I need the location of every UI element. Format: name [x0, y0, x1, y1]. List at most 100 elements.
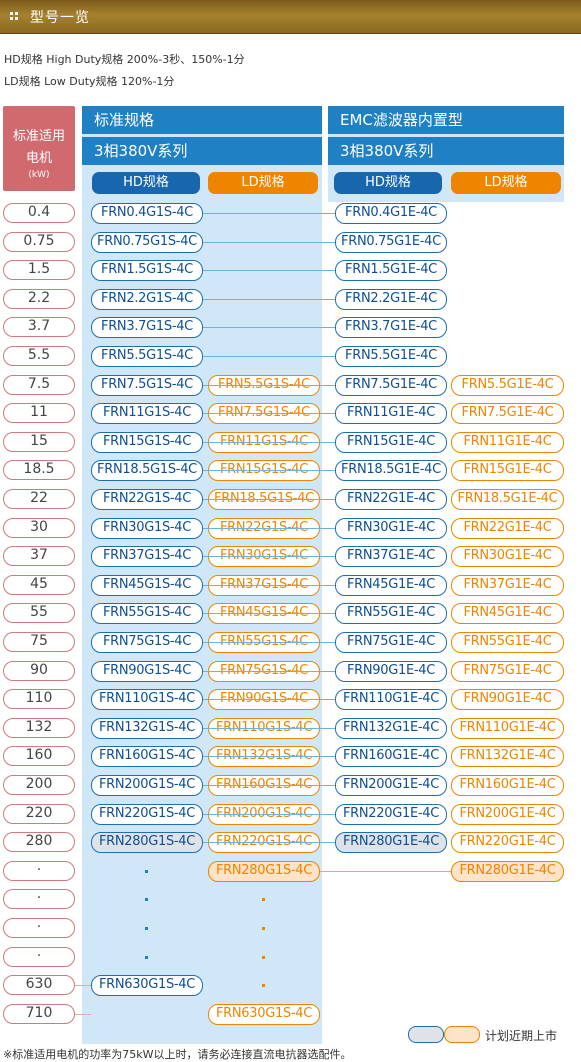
standard-hd-model: FRN280G1S-4C — [91, 832, 203, 853]
row-connector — [203, 671, 335, 672]
standard-hd-model: FRN75G1S-4C — [91, 632, 203, 653]
motor-kw-cell: · — [3, 918, 75, 938]
continuation-dot — [145, 927, 148, 930]
emc-hd-model: FRN280G1E-4C — [335, 832, 447, 853]
standard-hd-model: FRN1.5G1S-4C — [91, 260, 203, 281]
row-connector — [203, 385, 335, 386]
emc-hd-model: FRN18.5G1E-4C — [335, 460, 447, 481]
emc-hd-model: FRN15G1E-4C — [335, 432, 447, 453]
standard-ld-model: FRN630G1S-4C — [208, 1004, 320, 1025]
motor-kw-cell: 15 — [3, 432, 75, 452]
motor-kw-cell: 75 — [3, 632, 75, 652]
row-connector — [203, 442, 335, 443]
row-connector — [75, 1014, 91, 1015]
emc-hd-model: FRN2.2G1E-4C — [335, 289, 447, 310]
row-connector — [203, 785, 335, 786]
emc-hd-model: FRN1.5G1E-4C — [335, 260, 447, 281]
emc-hd-model: FRN0.75G1E-4C — [335, 232, 447, 253]
emc-hd-model: FRN200G1E-4C — [335, 775, 447, 796]
emc-ld-model: FRN22G1E-4C — [451, 518, 564, 539]
legend-hd-swatch — [408, 1026, 444, 1043]
row-connector — [75, 985, 91, 986]
section-header: 型号一览 — [0, 0, 581, 34]
standard-hd-model: FRN3.7G1S-4C — [91, 317, 203, 338]
standard-hd-model: FRN0.75G1S-4C — [91, 232, 203, 253]
emc-hd-model: FRN30G1E-4C — [335, 518, 447, 539]
emc-hd-model: FRN55G1E-4C — [335, 603, 447, 624]
motor-kw-cell: 45 — [3, 575, 75, 595]
standard-hd-model: FRN22G1S-4C — [91, 489, 203, 510]
motor-kw-cell: 90 — [3, 661, 75, 681]
motor-kw-cell: 1.5 — [3, 260, 75, 280]
emc-hd-model: FRN11G1E-4C — [335, 403, 447, 424]
standard-hd-model: FRN630G1S-4C — [91, 975, 203, 996]
emc-ld-model: FRN11G1E-4C — [451, 432, 564, 453]
emc-ld-model: FRN220G1E-4C — [451, 832, 564, 853]
continuation-dot — [262, 984, 265, 987]
emc-ld-tag: LD规格 — [451, 172, 561, 194]
standard-series: 3相380V系列 — [82, 137, 322, 165]
row-connector — [203, 556, 335, 557]
motor-header-unit: (kW) — [28, 170, 50, 180]
emc-ld-model: FRN45G1E-4C — [451, 603, 564, 624]
standard-hd-model: FRN7.5G1S-4C — [91, 375, 203, 396]
row-connector — [203, 470, 335, 471]
standard-hd-model: FRN11G1S-4C — [91, 403, 203, 424]
standard-ld-model: FRN280G1S-4C — [208, 861, 320, 882]
row-connector — [203, 699, 335, 700]
motor-kw-cell: 3.7 — [3, 317, 75, 337]
standard-hd-model: FRN55G1S-4C — [91, 603, 203, 624]
motor-kw-cell: 55 — [3, 603, 75, 623]
motor-kw-cell: 7.5 — [3, 375, 75, 395]
motor-kw-cell: · — [3, 889, 75, 909]
emc-ld-model: FRN160G1E-4C — [451, 775, 564, 796]
emc-hd-model: FRN160G1E-4C — [335, 746, 447, 767]
emc-hd-model: FRN45G1E-4C — [335, 575, 447, 596]
standard-ld-tag: LD规格 — [208, 172, 318, 194]
hd-spec-note: HD规格 High Duty规格 200%-3秒、150%-1分 — [4, 53, 245, 66]
emc-ld-model: FRN110G1E-4C — [451, 718, 564, 739]
row-connector — [203, 642, 335, 643]
emc-hd-model: FRN7.5G1E-4C — [335, 375, 447, 396]
emc-ld-model: FRN30G1E-4C — [451, 546, 564, 567]
emc-hd-model: FRN110G1E-4C — [335, 689, 447, 710]
emc-ld-model: FRN55G1E-4C — [451, 632, 564, 653]
emc-ld-model: FRN75G1E-4C — [451, 661, 564, 682]
emc-title: EMC滤波器内置型 — [328, 106, 564, 134]
standard-hd-model: FRN160G1S-4C — [91, 746, 203, 767]
motor-kw-cell: 200 — [3, 775, 75, 795]
footnote: ※标准适用电机的功率为75kW以上时，请务必连接直流电抗器选配件。 — [3, 1048, 352, 1061]
motor-kw-cell: 110 — [3, 689, 75, 709]
standard-hd-model: FRN5.5G1S-4C — [91, 346, 203, 367]
motor-kw-cell: 5.5 — [3, 346, 75, 366]
row-connector — [203, 756, 335, 757]
emc-series: 3相380V系列 — [328, 137, 564, 165]
continuation-dot — [262, 898, 265, 901]
motor-kw-cell: 280 — [3, 832, 75, 852]
row-connector — [203, 728, 335, 729]
emc-hd-model: FRN90G1E-4C — [335, 661, 447, 682]
emc-hd-model: FRN22G1E-4C — [335, 489, 447, 510]
continuation-dot — [262, 956, 265, 959]
motor-header-line2: 电机 — [25, 151, 52, 166]
standard-hd-tag: HD规格 — [92, 172, 200, 194]
emc-hd-model: FRN0.4G1E-4C — [335, 203, 447, 224]
motor-kw-cell: 630 — [3, 975, 75, 995]
section-title: 型号一览 — [30, 10, 90, 26]
row-connector — [203, 613, 335, 614]
standard-hd-model: FRN18.5G1S-4C — [91, 460, 203, 481]
emc-ld-model: FRN7.5G1E-4C — [451, 403, 564, 424]
standard-hd-model: FRN200G1S-4C — [91, 775, 203, 796]
motor-kw-cell: 18.5 — [3, 460, 75, 480]
ld-spec-note: LD规格 Low Duty规格 120%-1分 — [4, 75, 175, 88]
motor-header-line1: 标准适用 — [12, 129, 65, 144]
standard-hd-model: FRN90G1S-4C — [91, 661, 203, 682]
emc-ld-model: FRN132G1E-4C — [451, 746, 564, 767]
row-connector — [203, 213, 335, 214]
motor-kw-cell: 0.75 — [3, 232, 75, 252]
row-connector — [203, 499, 335, 500]
standard-hd-model: FRN0.4G1S-4C — [91, 203, 203, 224]
continuation-dot — [262, 927, 265, 930]
emc-ld-model: FRN15G1E-4C — [451, 460, 564, 481]
emc-ld-model: FRN5.5G1E-4C — [451, 375, 564, 396]
